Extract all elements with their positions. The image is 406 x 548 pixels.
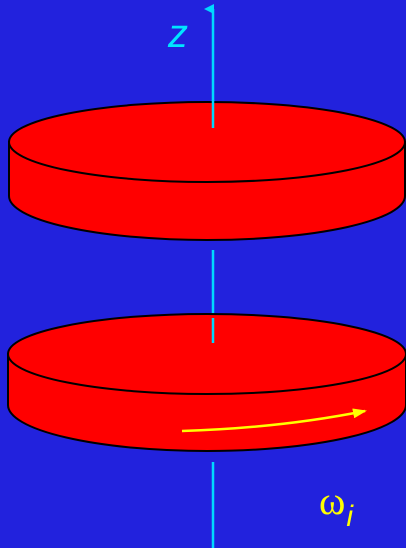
omega-subscript: i (346, 500, 353, 533)
omega-symbol: ω (319, 478, 345, 523)
angular-velocity-label: ωi (319, 481, 353, 525)
upper-disk-top (9, 102, 405, 182)
lower-disk-top (8, 314, 406, 394)
z-axis-label: z (168, 14, 188, 54)
upper-disk (9, 102, 405, 240)
